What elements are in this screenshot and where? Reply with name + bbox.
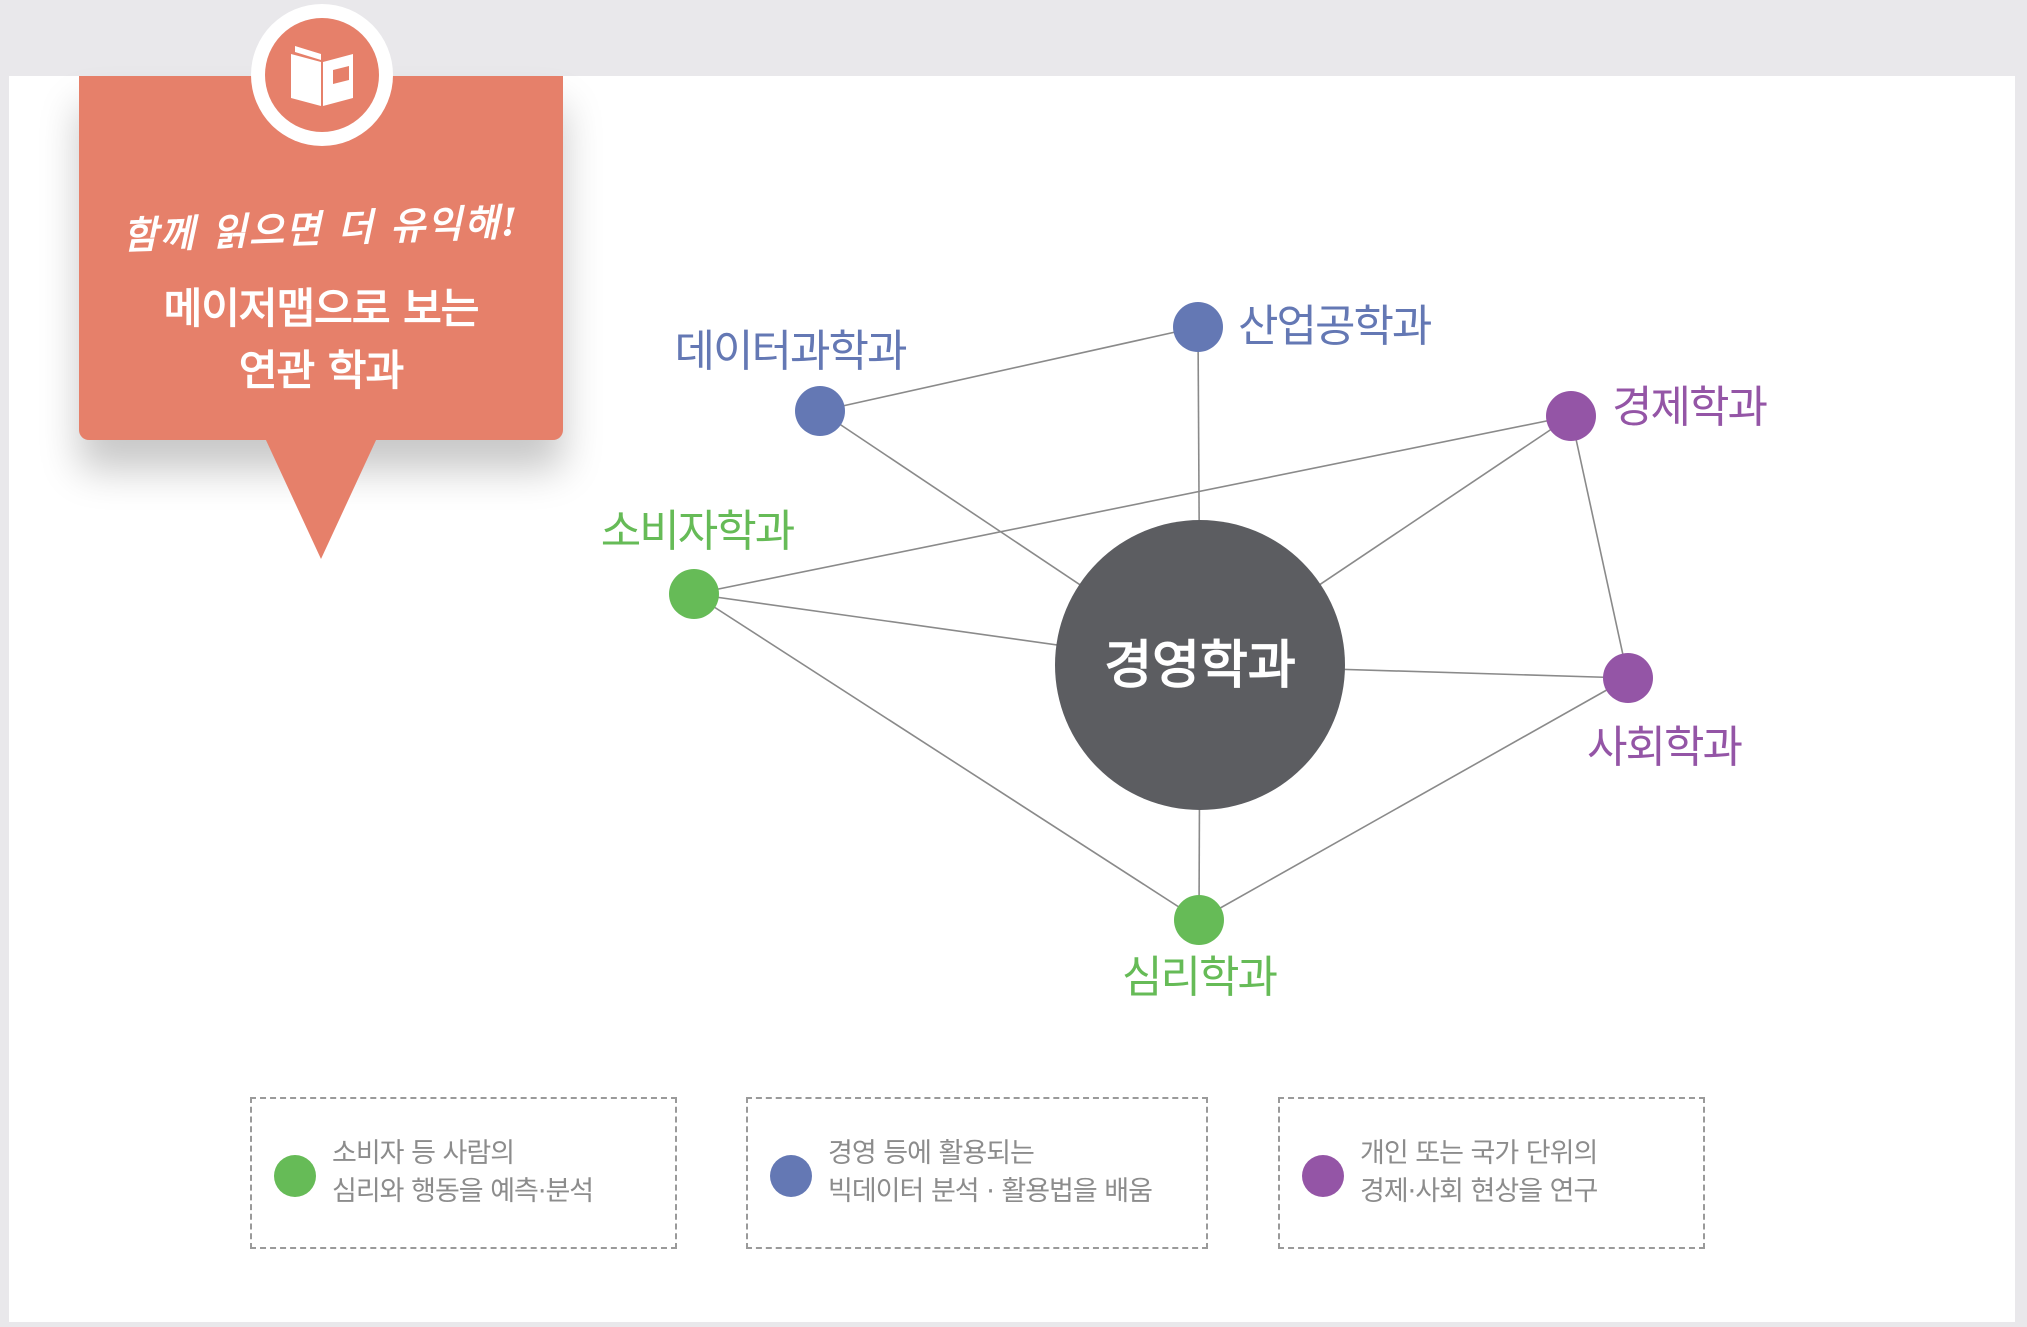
legend-green-dot	[274, 1155, 316, 1197]
node-label-consumer: 소비자학과	[601, 506, 795, 557]
legend-purple-dot	[1302, 1155, 1344, 1197]
node-label-economics: 경제학과	[1612, 382, 1767, 433]
legend-green-line2: 심리와 행동을 예측·분석	[332, 1176, 594, 1207]
center-node-label: 경영학과	[1104, 636, 1295, 696]
legend-item-purple: 개인 또는 국가 단위의 경제·사회 현상을 연구	[1278, 1097, 1705, 1249]
legend-blue-line1: 경영 등에 활용되는	[828, 1138, 1035, 1169]
node-psychology	[1174, 895, 1224, 945]
edge-datascience-industrial	[819, 326, 1199, 412]
banner-pointer	[265, 438, 377, 559]
node-industrial	[1173, 302, 1223, 352]
legend-purple-line2: 경제·사회 현상을 연구	[1360, 1176, 1598, 1207]
node-label-industrial: 산업공학과	[1238, 301, 1432, 352]
node-economics	[1546, 391, 1596, 441]
node-label-datascience: 데이터과학과	[675, 326, 907, 377]
legend-blue-line2: 빅데이터 분석 · 활용법을 배움	[828, 1176, 1153, 1207]
legend-purple-line1: 개인 또는 국가 단위의	[1360, 1138, 1598, 1169]
node-label-sociology: 사회학과	[1587, 722, 1742, 773]
node-consumer	[669, 569, 719, 619]
legend-item-green: 소비자 등 사람의 심리와 행동을 예측·분석	[250, 1097, 677, 1249]
node-sociology	[1603, 653, 1653, 703]
legend-item-blue: 경영 등에 활용되는 빅데이터 분석 · 활용법을 배움	[746, 1097, 1208, 1249]
banner-title-line1: 메이저맵으로 보는	[163, 284, 480, 333]
edge-economics-consumer	[693, 415, 1572, 595]
banner-title: 메이저맵으로 보는 연관 학과	[79, 278, 563, 402]
legend-blue-dot	[770, 1155, 812, 1197]
node-datascience	[795, 386, 845, 436]
edge-psychology-consumer	[693, 593, 1200, 921]
edge-sociology-psychology	[1198, 677, 1629, 921]
center-node	[1055, 520, 1345, 810]
edge-economics-sociology	[1570, 415, 1629, 679]
legend-green-line1: 소비자 등 사람의	[332, 1138, 515, 1169]
open-book-icon	[265, 18, 379, 132]
banner-title-line2: 연관 학과	[238, 346, 404, 395]
node-label-psychology: 심리학과	[1122, 952, 1277, 1003]
